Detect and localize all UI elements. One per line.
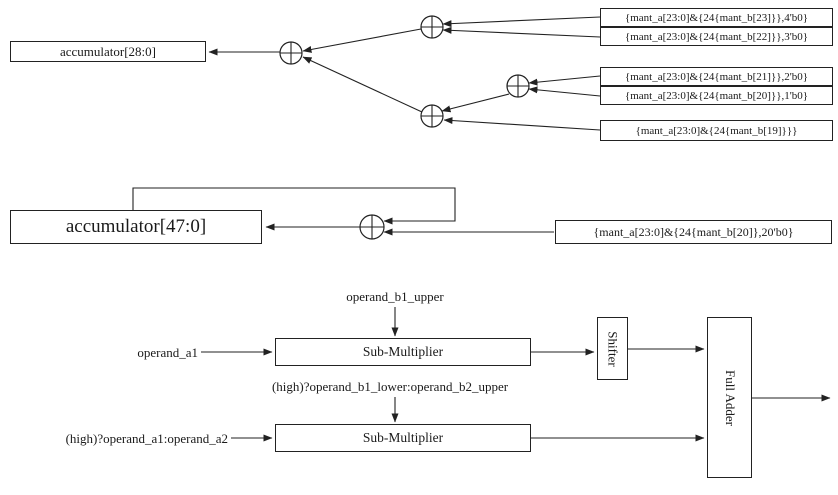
operand-box-5: {mant_a[23:0]&{24{mant_b[19]}}} <box>600 120 833 141</box>
operand-a1-label: operand_a1 <box>137 345 198 360</box>
operand-box-3: {mant_a[23:0]&{24{mant_b[21]}},2'b0} <box>600 67 833 86</box>
operand-b1-upper-label: operand_b1_upper <box>346 289 444 304</box>
adder-icon-top-root <box>279 41 303 65</box>
adder-icon-accumulate <box>359 214 385 240</box>
adder-icon-top-1 <box>420 15 444 39</box>
operand-box-1-label: {mant_a[23:0]&{24{mant_b[23]}},4'b0} <box>624 11 809 24</box>
operand-a-mux-label: (high)?operand_a1:operand_a2 <box>65 431 228 446</box>
accumulator-28-box: accumulator[28:0] <box>10 41 206 62</box>
adder-icon-top-2 <box>506 74 530 98</box>
operand-box-2-label: {mant_a[23:0]&{24{mant_b[22]}},3'b0} <box>624 30 809 43</box>
operand-box-3-label: {mant_a[23:0]&{24{mant_b[21]}},2'b0} <box>624 70 809 83</box>
feedback-loop-wire <box>132 187 456 225</box>
accumulator-47-label: accumulator[47:0] <box>65 216 207 237</box>
sub-multiplier-2-box: Sub-Multiplier <box>275 424 531 452</box>
operand-box-4: {mant_a[23:0]&{24{mant_b[20]}},1'b0} <box>600 86 833 105</box>
operand-box-5-label: {mant_a[23:0]&{24{mant_b[19]}}} <box>635 124 798 137</box>
operand-box-4-label: {mant_a[23:0]&{24{mant_b[20]}},1'b0} <box>624 89 809 102</box>
sub-multiplier-1-box: Sub-Multiplier <box>275 338 531 366</box>
shifter-label: Shifter <box>605 330 621 367</box>
operand-box-2: {mant_a[23:0]&{24{mant_b[22]}},3'b0} <box>600 27 833 46</box>
sub-multiplier-2-label: Sub-Multiplier <box>362 430 444 445</box>
sub-multiplier-1-label: Sub-Multiplier <box>362 344 444 359</box>
operand-b-mux-label: (high)?operand_b1_lower:operand_b2_upper <box>271 379 509 394</box>
shifter-box: Shifter <box>597 317 628 380</box>
full-adder-label: Full Adder <box>722 369 738 426</box>
operand-box-1: {mant_a[23:0]&{24{mant_b[23]}},4'b0} <box>600 8 833 27</box>
adder-icon-top-3 <box>420 104 444 128</box>
accumulator-28-label: accumulator[28:0] <box>59 43 156 59</box>
full-adder-box: Full Adder <box>707 317 752 478</box>
middle-accumulator-wires <box>265 223 554 236</box>
top-adder-tree-wires <box>208 16 601 131</box>
accumulate-operand-box: {mant_a[23:0]&{24{mant_b[20]},20'b0} <box>555 220 832 244</box>
bottom-datapath-wires <box>201 307 831 442</box>
accumulate-operand-label: {mant_a[23:0]&{24{mant_b[20]},20'b0} <box>593 224 794 239</box>
accumulator-47-box: accumulator[47:0] <box>10 210 262 244</box>
